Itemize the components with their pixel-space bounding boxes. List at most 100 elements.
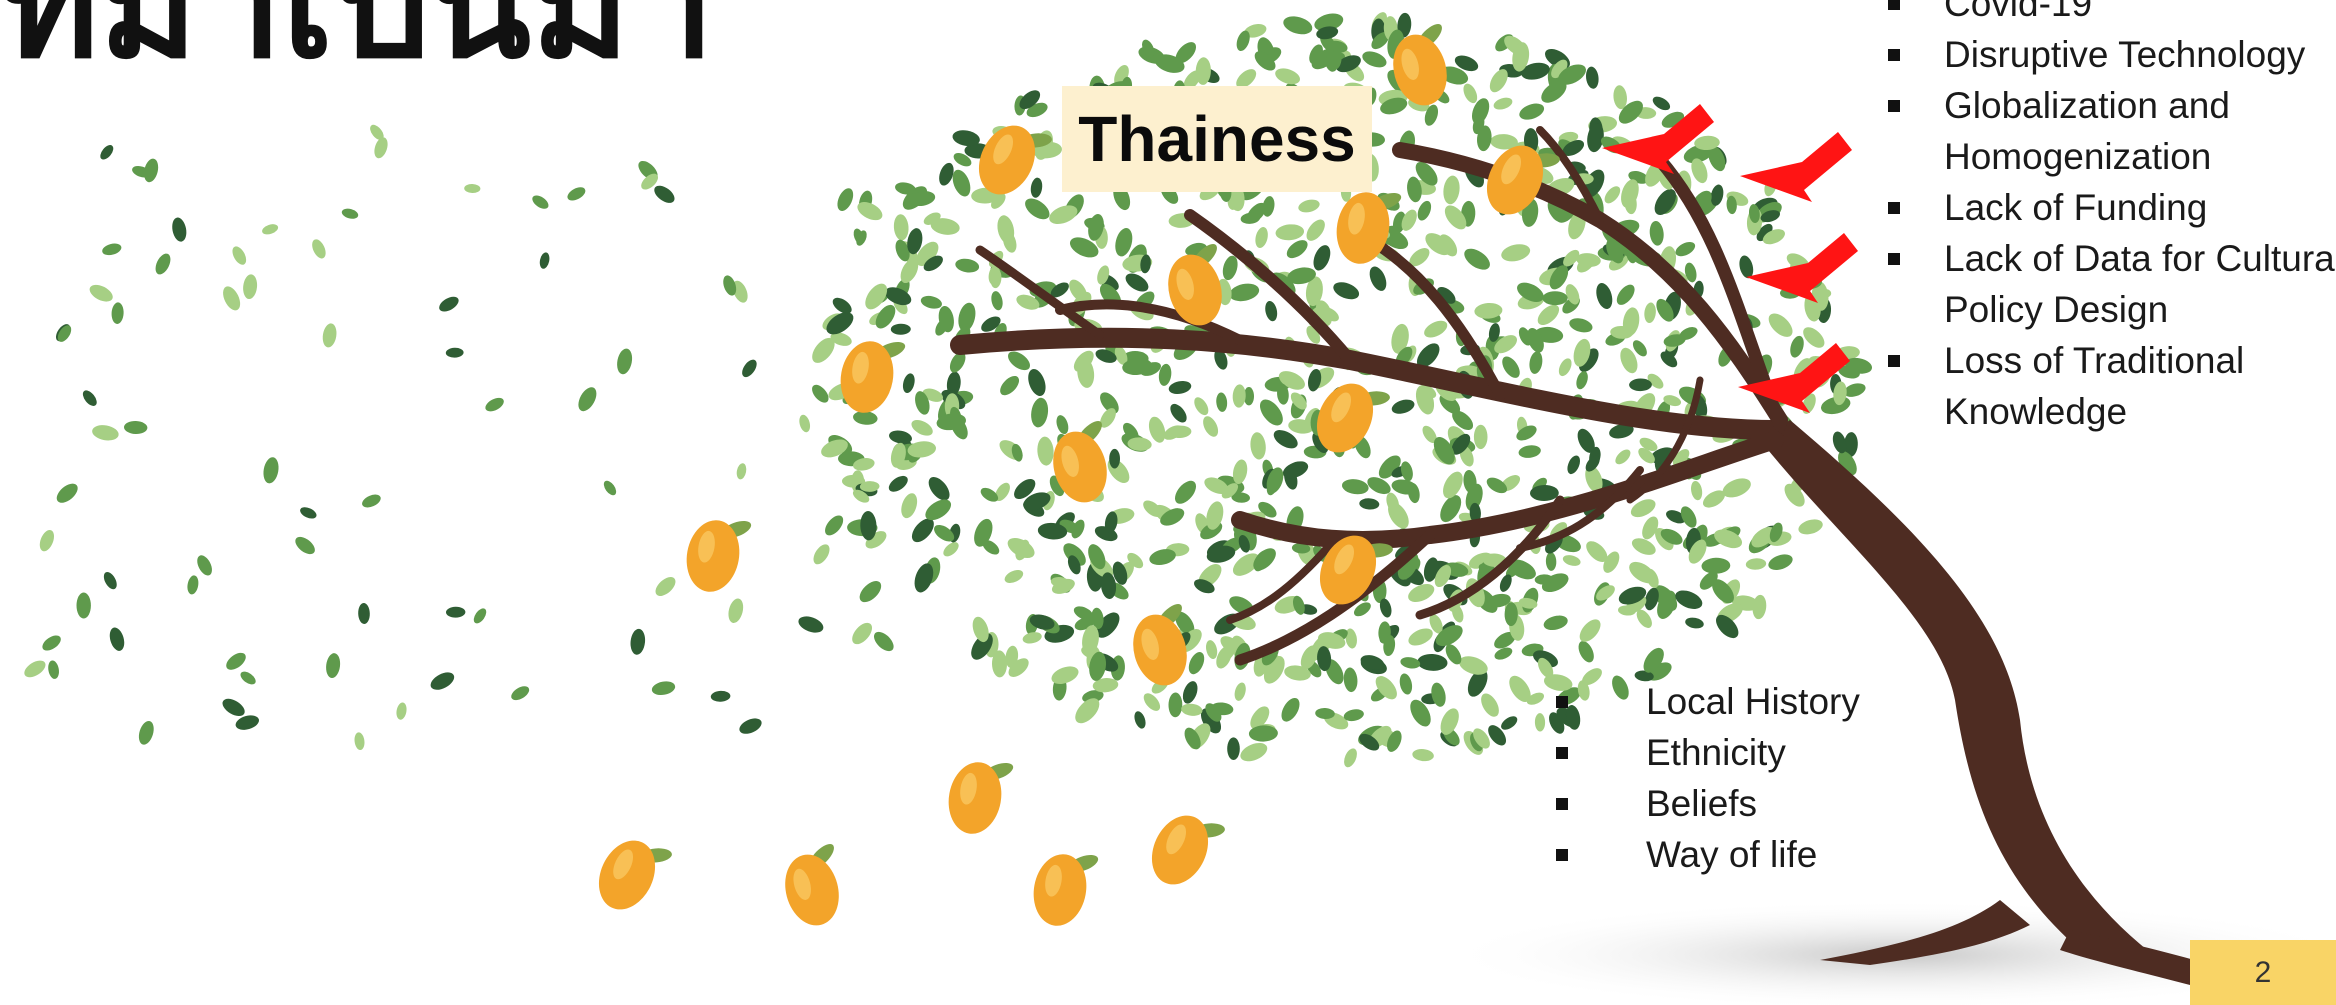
mango [775,838,855,931]
leaf [893,214,909,241]
threat-item: Loss of Traditional Knowledge [1880,335,2336,437]
leaf [1161,422,1185,442]
threat-item: Lack of Data for Cultural Policy Design [1880,233,2336,335]
leaf [1412,748,1435,762]
threats-list: Covid-19 Disruptive Technology Globaliza… [1880,0,2336,437]
leaf [1788,334,1806,359]
leaf [464,184,481,194]
leaf [1275,223,1305,241]
leaf [1649,220,1665,246]
leaf [1568,316,1594,335]
leaf [446,347,464,357]
leaf [1629,378,1652,391]
leaf [1191,395,1211,418]
leaf [124,421,148,435]
leaf [1399,460,1415,482]
leaf [601,479,618,498]
leaf [886,473,911,495]
leaf [1303,216,1329,244]
leaf [1168,379,1193,396]
mango [681,508,755,598]
root-item: Local History [1548,676,1860,727]
leaf [309,237,328,260]
leaf [220,284,244,313]
leaf [1799,323,1828,351]
leaf [1366,264,1389,293]
leaf [651,679,677,696]
leaf [186,575,200,596]
leaf [1417,653,1448,671]
leaf [1146,415,1168,445]
leaf [1546,552,1557,571]
leaf [1025,367,1049,399]
red-arrow [1740,132,1852,202]
leaf [1442,175,1461,206]
leaf [1492,95,1514,111]
threat-item: Disruptive Technology [1880,29,2336,80]
leaf [437,294,461,315]
leaf [856,577,885,606]
leaf [919,294,943,311]
leaf [98,143,116,162]
leaf [242,274,258,300]
leaf [1461,244,1494,273]
leaf [1542,613,1569,632]
leaf [1575,639,1597,665]
leaf [1477,690,1502,719]
leaf [354,732,366,751]
leaf [1029,397,1050,429]
leaf [1180,703,1203,718]
leaf [1562,553,1582,568]
slide-title: ที่มาเป็นมา [0,0,714,80]
leaf [530,193,551,212]
leaf [37,528,57,553]
leaf [1413,383,1438,417]
leaf [1499,353,1524,381]
leaf [822,512,847,538]
leaf [40,632,64,653]
root-item: Beliefs [1548,778,1860,829]
leaf [230,244,249,267]
leaf [901,372,917,394]
leaf [1341,478,1370,496]
leaf [223,649,249,673]
leaf [1585,66,1600,90]
leaf [1500,242,1532,264]
leaf [1565,454,1583,476]
root-item: Way of life [1548,829,1860,880]
leaf [1461,82,1480,106]
leaf [1720,475,1754,502]
leaf [891,324,911,335]
leaf [1003,567,1026,585]
leaf [1180,679,1200,705]
leaf [1021,194,1053,223]
leaf [834,186,856,214]
leaf [1406,625,1436,649]
leaf [871,628,898,654]
leaf [1421,317,1450,341]
leaf [737,715,764,737]
leaf [1005,348,1034,374]
leaf [321,322,338,348]
leaf [428,669,457,694]
leaf [1574,370,1590,391]
leaf [101,570,119,591]
leaf [87,281,116,305]
leaf [1405,176,1423,204]
leaf [483,395,506,414]
leaf [1109,449,1120,469]
leaf [292,534,318,558]
leaf [1233,681,1248,702]
leaf [1535,713,1546,732]
leaf [194,553,215,578]
leaf [1054,414,1070,436]
leaf [925,473,954,504]
threat-item: Globalization and Homogenization [1880,80,2336,182]
leaf [739,357,759,380]
roots-list: Local History Ethnicity Beliefs Way of l… [1548,676,1860,880]
leaf [629,628,646,655]
leaf [1141,690,1164,713]
leaf [1310,243,1333,273]
leaf [446,607,466,618]
leaf [111,302,124,324]
